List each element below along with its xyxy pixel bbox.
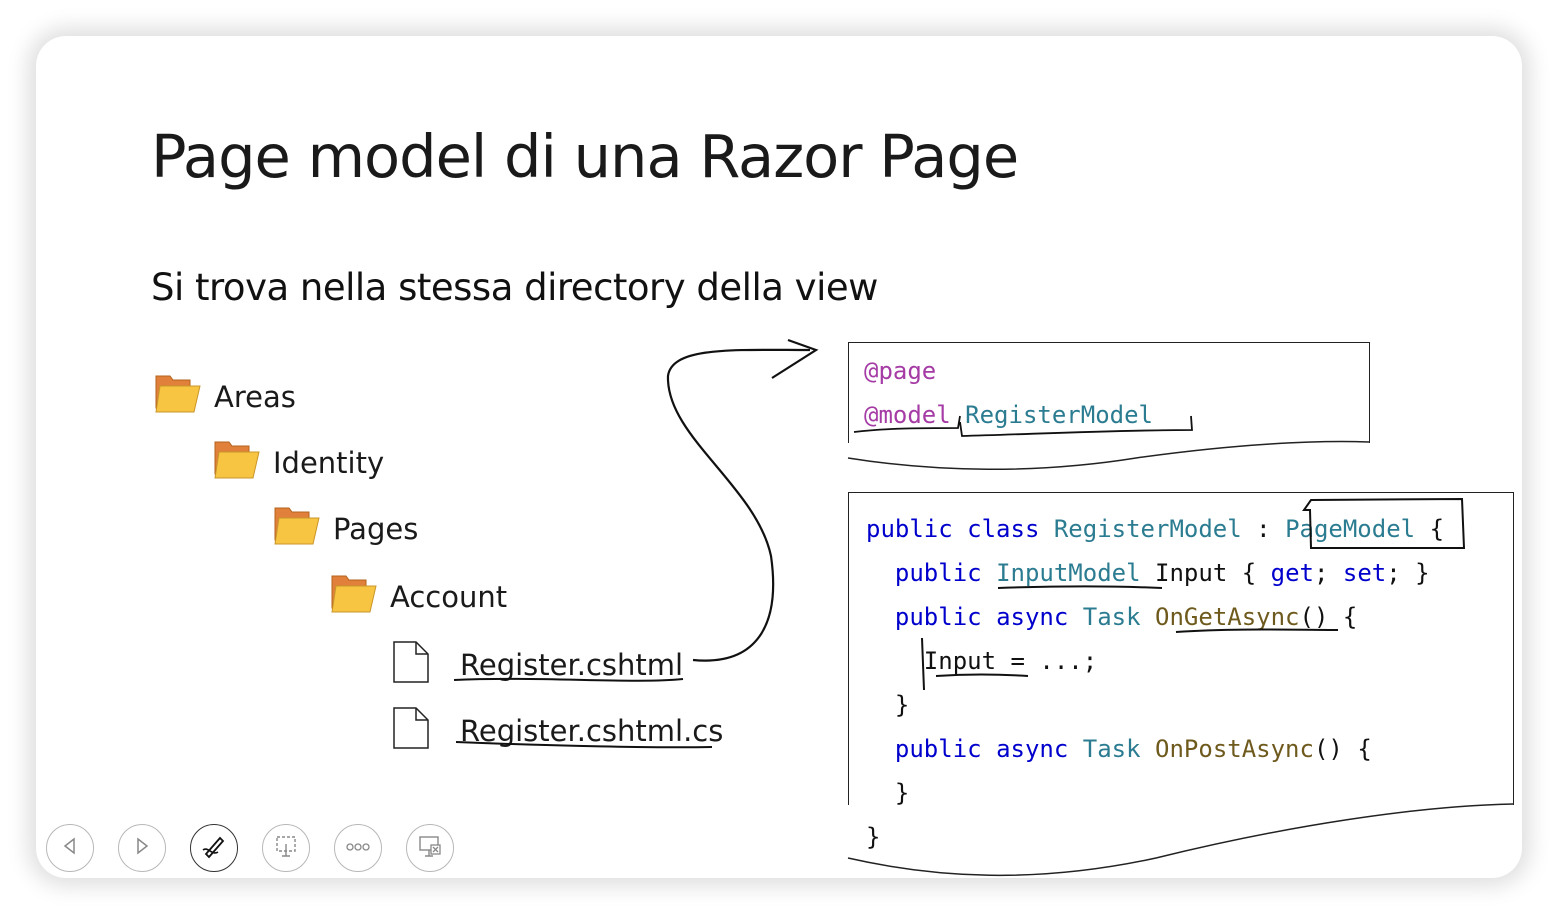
keyword: get <box>1270 559 1314 587</box>
keyword: public <box>866 515 953 543</box>
file-icon <box>392 706 430 755</box>
base-class: PageModel <box>1285 515 1416 543</box>
page-directive: @page <box>864 357 937 385</box>
next-icon <box>132 836 152 861</box>
tree-folder-identity: Identity <box>213 440 384 485</box>
tree-file-cs: Register.cshtml.cs <box>392 706 723 755</box>
end-show-icon <box>417 833 443 864</box>
tree-folder-account: Account <box>330 574 507 619</box>
punctuation: ; <box>1313 559 1343 587</box>
model-code-box: public class RegisterModel : PageModel {… <box>848 492 1514 851</box>
punctuation: ; } <box>1386 559 1430 587</box>
presentation-toolbar <box>46 824 454 872</box>
property-name: Input <box>1155 559 1228 587</box>
keyword: public <box>894 559 982 587</box>
tree-folder-areas: Areas <box>154 374 296 419</box>
get-method: OnGetAsync <box>1155 603 1300 631</box>
keyword: async <box>996 603 1069 631</box>
tree-file-cshtml: Register.cshtml <box>392 640 683 689</box>
punctuation: { <box>1241 559 1271 587</box>
end-show-button[interactable] <box>406 824 454 872</box>
model-code: public class RegisterModel : PageModel {… <box>866 507 1444 859</box>
folder-icon <box>273 506 321 551</box>
punctuation: } <box>894 779 910 807</box>
slide-subtitle: Si trova nella stessa directory della vi… <box>151 266 878 309</box>
presentation-slide: Page model di una Razor Page Si trova ne… <box>36 36 1522 878</box>
file-icon <box>392 640 430 689</box>
pen-icon <box>200 832 228 865</box>
pointer-options-button[interactable] <box>262 824 310 872</box>
task-type: Task <box>1082 603 1141 631</box>
punctuation: () { <box>1299 603 1358 631</box>
pointer-icon <box>274 834 298 863</box>
assign-expression: = ...; <box>996 647 1098 675</box>
tree-folder-pages: Pages <box>273 506 418 551</box>
keyword: set <box>1342 559 1387 587</box>
tree-label: Pages <box>333 511 419 546</box>
punctuation: () { <box>1313 735 1372 763</box>
model-directive: @model <box>864 401 951 429</box>
folder-icon <box>330 574 378 619</box>
previous-slide-button[interactable] <box>46 824 94 872</box>
more-options-button[interactable] <box>334 824 382 872</box>
model-type: RegisterModel <box>965 401 1153 429</box>
pen-tool-button[interactable] <box>190 824 238 872</box>
view-code: @page @model RegisterModel <box>864 349 1153 437</box>
folder-icon <box>213 440 261 485</box>
keyword: public <box>894 603 982 631</box>
post-method: OnPostAsync <box>1155 735 1314 763</box>
punctuation: : <box>1241 515 1286 543</box>
class-name: RegisterModel <box>1053 515 1242 543</box>
keyword: class <box>967 515 1040 543</box>
tree-label: Account <box>390 579 508 614</box>
assign-target: Input <box>923 647 997 675</box>
punctuation: { <box>1429 515 1445 543</box>
next-slide-button[interactable] <box>118 824 166 872</box>
punctuation: } <box>894 691 910 719</box>
input-type: InputModel <box>996 559 1141 587</box>
punctuation: } <box>866 823 881 851</box>
tree-label: Register.cshtml <box>460 647 684 682</box>
tree-label: Areas <box>214 379 296 414</box>
keyword: async <box>996 735 1069 763</box>
task-type: Task <box>1082 735 1141 763</box>
tree-label: Register.cshtml.cs <box>460 713 724 748</box>
keyword: public <box>894 735 982 763</box>
previous-icon <box>60 836 80 861</box>
more-icon <box>345 839 371 857</box>
folder-icon <box>154 374 202 419</box>
slide-title: Page model di una Razor Page <box>151 122 1019 191</box>
tree-label: Identity <box>273 445 385 480</box>
view-code-box: @page @model RegisterModel <box>848 342 1370 443</box>
